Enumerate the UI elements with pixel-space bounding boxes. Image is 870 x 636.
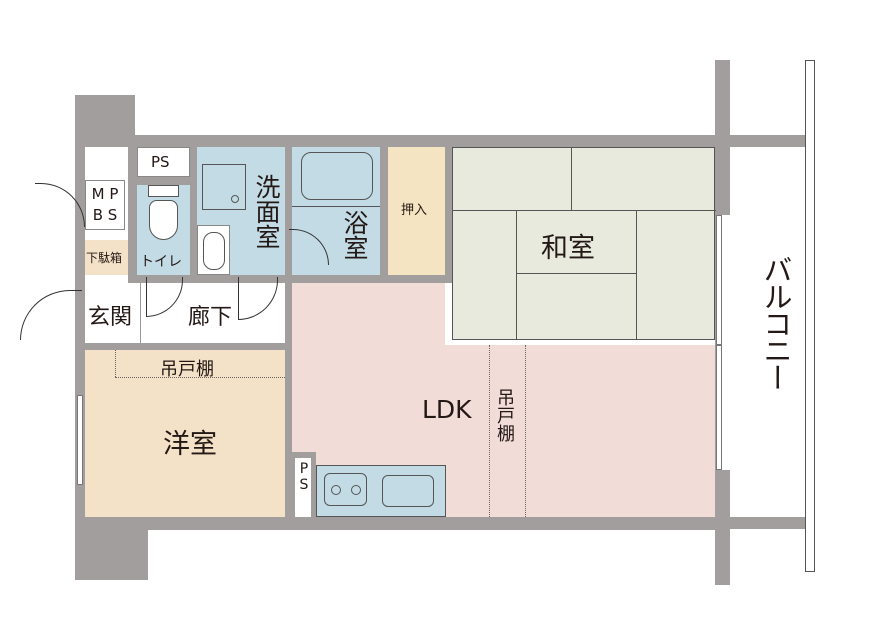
toilet: トイレ (137, 185, 190, 275)
balcony-label: バルコニー (759, 255, 793, 390)
pillar-bottom-right (715, 470, 730, 585)
entrance-door[interactable] (20, 290, 82, 340)
balcony-railing (805, 60, 815, 572)
wall-cabinet-line (115, 377, 285, 378)
window-ldk (716, 345, 722, 470)
ps-top: PS (137, 147, 190, 177)
balcony-wall-bottom (730, 517, 805, 529)
toilet-tank-icon (148, 185, 179, 197)
ps-kitchen: PS (295, 458, 312, 517)
interior-wall-mid (85, 343, 295, 350)
window-japanese-room (716, 215, 722, 345)
window-western-room (77, 395, 83, 485)
washroom: 洗面室 (197, 147, 285, 275)
sink-icon (197, 225, 230, 275)
pillar-top-right (715, 60, 730, 215)
wall-top (75, 135, 730, 147)
balcony-wall-top (730, 135, 805, 147)
kitchen-counter (316, 465, 446, 517)
stove-icon (324, 473, 367, 506)
japanese-room: 和室 (452, 147, 716, 340)
pillar-top-left (75, 95, 135, 147)
western-room: 吊戸棚 洋室 (85, 350, 285, 517)
toilet-bowl-icon (149, 200, 178, 240)
bathtub-icon (292, 147, 380, 207)
washing-machine-pan-icon (202, 164, 246, 210)
mpbs: M P B S (85, 180, 125, 230)
ldk-upper (292, 283, 445, 347)
interior-wall-ldk (285, 283, 292, 517)
closet: 押入 (388, 147, 445, 275)
kitchen-sink-icon (382, 475, 434, 507)
shoe-cabinet: 下駄箱 (85, 240, 128, 275)
wall-bottom (75, 517, 730, 530)
